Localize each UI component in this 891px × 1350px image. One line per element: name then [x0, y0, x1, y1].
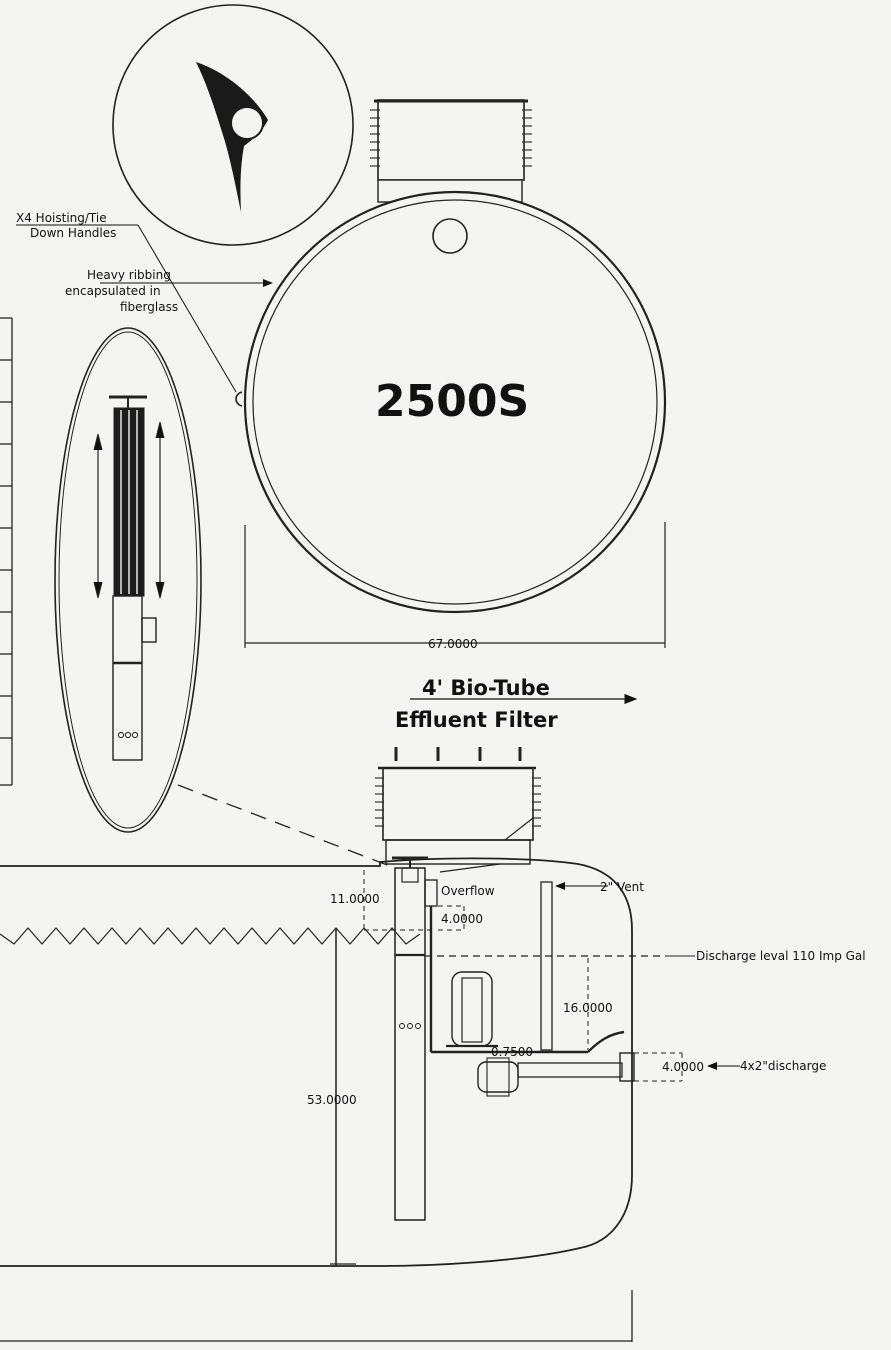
overflow-drop-value: 4.0000 [441, 912, 483, 926]
handle-detail [112, 4, 354, 246]
width-value: 67.0000 [428, 637, 478, 651]
bottom-bracket [0, 1290, 633, 1342]
handles-callout: X4 Hoisting/Tie Down Handles [16, 211, 237, 393]
tank-side-view [0, 747, 635, 1267]
overflow-drop-dimension [438, 905, 465, 931]
discharge-level-label: Discharge leval 110 Imp Gal [696, 949, 866, 963]
ribbing-label-1: Heavy ribbing [87, 268, 171, 282]
top-gap-dimension [363, 870, 430, 931]
height-dimension [330, 930, 356, 1266]
handles-label-1: X4 Hoisting/Tie [16, 211, 107, 225]
vent-label: 2" Vent [600, 880, 644, 894]
discharge-pipe-label: 4x2"discharge [740, 1059, 826, 1073]
overflow-label: Overflow [441, 884, 495, 898]
handles-label-2: Down Handles [30, 226, 116, 240]
outlet-dimension [634, 1052, 683, 1082]
pump-offset-value: 0.7500 [491, 1045, 533, 1059]
ribbing-callout: Heavy ribbing encapsulated in fiberglass [65, 268, 273, 314]
model-label: 2500S [375, 376, 529, 427]
filter-detail [54, 327, 396, 869]
tank-end-view [235, 99, 667, 614]
level-drop-value: 16.0000 [563, 1001, 613, 1015]
left-grid [0, 317, 13, 786]
filter-title-2: Effluent Filter [395, 708, 558, 732]
filter-title-1: 4' Bio-Tube [422, 676, 550, 700]
height-value: 53.0000 [307, 1093, 357, 1107]
top-gap-value: 11.0000 [330, 892, 380, 906]
ribbing-label-2: encapsulated in [65, 284, 161, 298]
outlet-value: 4.0000 [662, 1060, 704, 1074]
ribbing-label-3: fiberglass [120, 300, 178, 314]
width-dimension [244, 522, 666, 648]
